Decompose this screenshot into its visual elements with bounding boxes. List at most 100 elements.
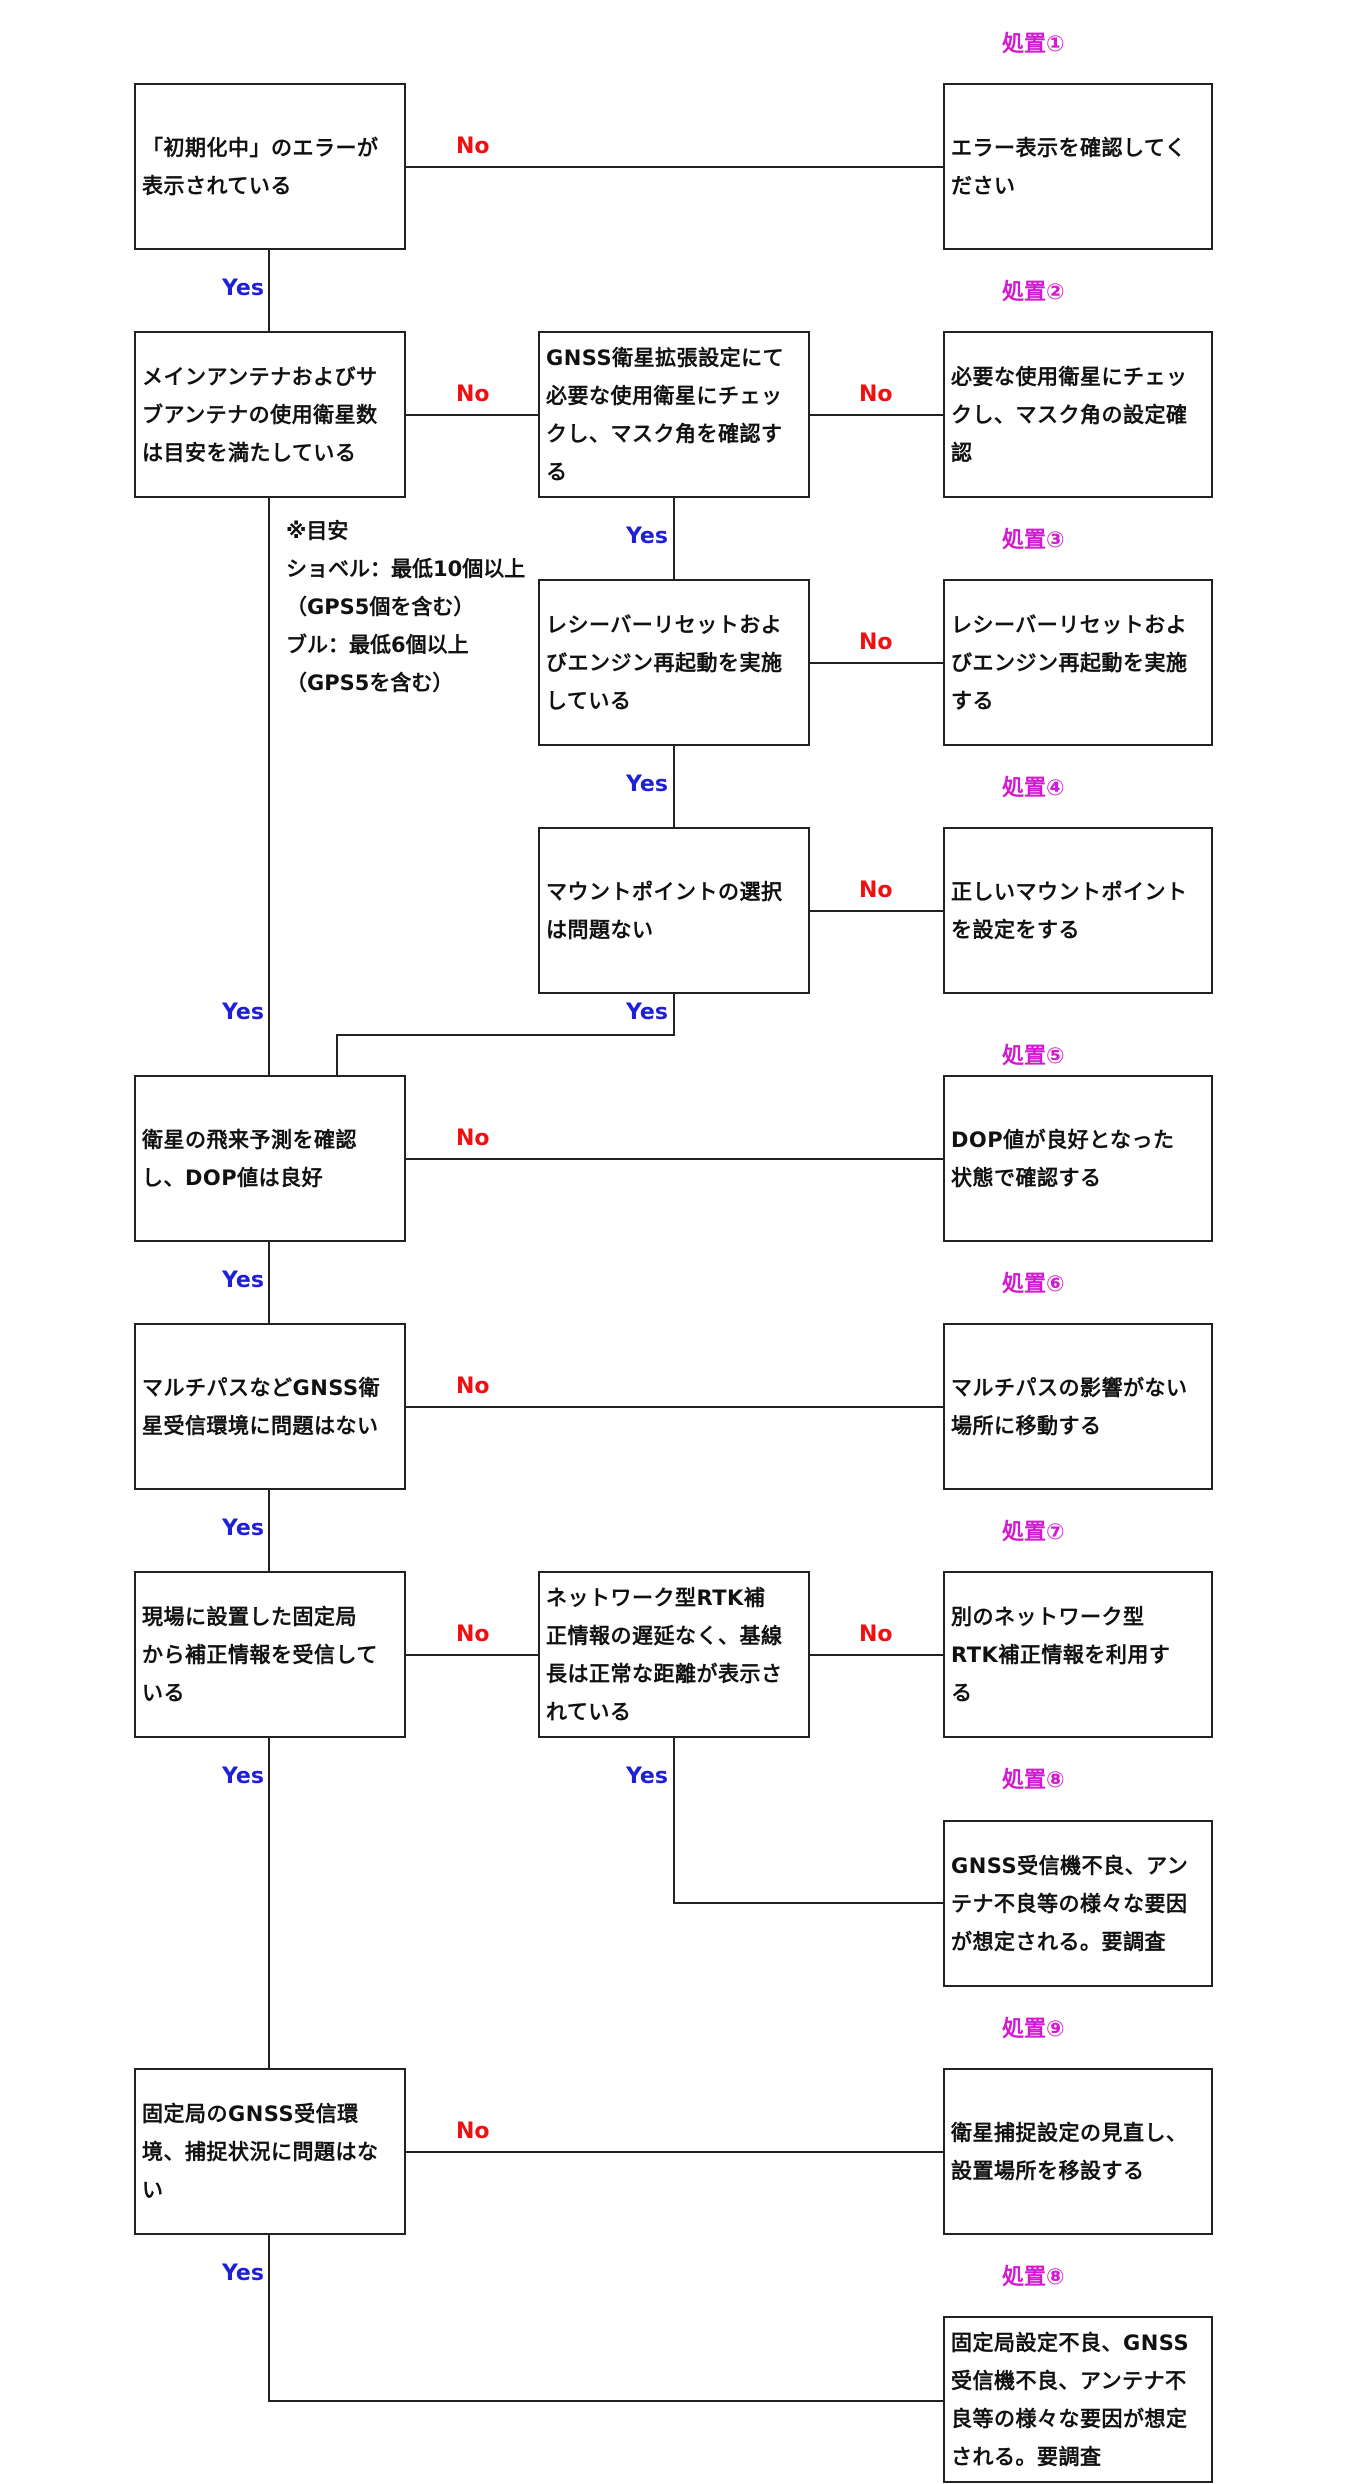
decision-box-initializing-error: 「初期化中」のエラーが 表示されている: [134, 83, 406, 250]
connector-line: [404, 1158, 944, 1160]
result-text: レシーバーリセットおよ びエンジン再起動を実施 する: [951, 612, 1188, 713]
decision-box-mount-point: マウントポイントの選択 は問題ない: [538, 827, 810, 994]
result-text: マルチパスの影響がない 場所に移動する: [951, 1375, 1188, 1438]
decision-box-base-station-correction: 現場に設置した固定局 から補正情報を受信して いる: [134, 1571, 406, 1738]
action-label: 処置⑨: [1002, 2017, 1065, 2042]
yes-label: Yes: [222, 1764, 264, 1789]
connector-line: [808, 910, 944, 912]
connector-line: [404, 166, 944, 168]
no-label: No: [456, 1374, 490, 1399]
connector-line: [268, 2400, 944, 2402]
connector-line: [336, 1034, 675, 1036]
connector-line: [404, 2151, 944, 2153]
connector-line: [268, 1241, 270, 1324]
result-text: 別のネットワーク型 RTK補正情報を利用す る: [951, 1604, 1171, 1705]
yes-label: Yes: [626, 772, 668, 797]
yes-label: Yes: [222, 1000, 264, 1025]
connector-line: [268, 1737, 270, 2069]
connector-line: [336, 1034, 338, 1076]
result-box-3: レシーバーリセットおよ びエンジン再起動を実施 する: [943, 579, 1213, 746]
yes-label: Yes: [626, 1764, 668, 1789]
yes-label: Yes: [222, 2261, 264, 2286]
result-text: 必要な使用衛星にチェッ クし、マスク角の設定確 認: [951, 364, 1188, 465]
note-line: （GPS5個を含む）: [286, 595, 475, 619]
action-label: 処置⑥: [1002, 1272, 1065, 1297]
result-box-10: 固定局設定不良、GNSS 受信機不良、アンテナ不 良等の様々な要因が想定 される…: [943, 2316, 1213, 2483]
connector-line: [404, 414, 539, 416]
result-box-5: DOP値が良好となった 状態で確認する: [943, 1075, 1213, 1242]
result-text: エラー表示を確認してく ださい: [951, 135, 1187, 198]
decision-text: 衛星の飛来予測を確認 し、DOP値は良好: [142, 1127, 357, 1190]
action-label: 処置④: [1002, 776, 1065, 801]
decision-text: 固定局のGNSS受信環 境、捕捉状況に問題はな い: [142, 2101, 379, 2202]
no-label: No: [456, 1126, 490, 1151]
decision-box-dop: 衛星の飛来予測を確認 し、DOP値は良好: [134, 1075, 406, 1242]
connector-line: [268, 249, 270, 332]
yes-label: Yes: [222, 1516, 264, 1541]
result-box-2: 必要な使用衛星にチェッ クし、マスク角の設定確 認: [943, 331, 1213, 498]
note-line: （GPS5を含む）: [286, 671, 454, 695]
action-label: 処置⑧: [1002, 1768, 1065, 1793]
action-label: 処置②: [1002, 280, 1065, 305]
action-label: 処置⑦: [1002, 1520, 1065, 1545]
decision-box-base-station-environment: 固定局のGNSS受信環 境、捕捉状況に問題はな い: [134, 2068, 406, 2235]
decision-text: GNSS衛星拡張設定にて 必要な使用衛星にチェッ クし、マスク角を確認す る: [546, 345, 785, 484]
decision-box-receiver-reset: レシーバーリセットおよ びエンジン再起動を実施 している: [538, 579, 810, 746]
connector-line: [404, 1406, 944, 1408]
connector-line: [808, 414, 944, 416]
connector-line: [673, 1737, 675, 1904]
result-box-4: 正しいマウントポイント を設定をする: [943, 827, 1213, 994]
result-text: 衛星捕捉設定の見直し、 設置場所を移設する: [951, 2120, 1188, 2183]
decision-box-multipath: マルチパスなどGNSS衛 星受信環境に問題はない: [134, 1323, 406, 1490]
result-box-9: 衛星捕捉設定の見直し、 設置場所を移設する: [943, 2068, 1213, 2235]
no-label: No: [456, 2119, 490, 2144]
note-line: ショベル：最低10個以上: [286, 557, 526, 581]
satellite-count-guideline-note: ※目安 ショベル：最低10個以上 （GPS5個を含む） ブル：最低6個以上 （G…: [286, 512, 525, 702]
connector-line: [808, 662, 944, 664]
result-text: 固定局設定不良、GNSS 受信機不良、アンテナ不 良等の様々な要因が想定 される…: [951, 2330, 1190, 2469]
decision-text: ネットワーク型RTK補 正情報の遅延なく、基線 長は正常な距離が表示さ れている: [546, 1585, 783, 1724]
result-box-1: エラー表示を確認してく ださい: [943, 83, 1213, 250]
action-label: 処置①: [1002, 32, 1065, 57]
result-text: 正しいマウントポイント を設定をする: [951, 879, 1188, 942]
note-title: ※目安: [286, 519, 349, 543]
action-label: 処置⑤: [1002, 1044, 1065, 1069]
result-text: DOP値が良好となった 状態で確認する: [951, 1127, 1175, 1190]
result-box-8: GNSS受信機不良、アン テナ不良等の様々な要因 が想定される。要調査: [943, 1820, 1213, 1987]
decision-text: 「初期化中」のエラーが 表示されている: [142, 135, 379, 198]
connector-line: [673, 745, 675, 828]
no-label: No: [456, 382, 490, 407]
yes-label: Yes: [222, 276, 264, 301]
connector-line: [404, 1654, 539, 1656]
no-label: No: [859, 1622, 893, 1647]
note-line: ブル：最低6個以上: [286, 633, 469, 657]
connector-line: [673, 1902, 944, 1904]
action-label: 処置⑧: [1002, 2265, 1065, 2290]
connector-line: [268, 2234, 270, 2402]
connector-line: [268, 1489, 270, 1572]
decision-text: マウントポイントの選択 は問題ない: [546, 879, 783, 942]
connector-line: [808, 1654, 944, 1656]
yes-label: Yes: [626, 524, 668, 549]
no-label: No: [456, 134, 490, 159]
no-label: No: [859, 878, 893, 903]
result-box-6: マルチパスの影響がない 場所に移動する: [943, 1323, 1213, 1490]
connector-line: [673, 497, 675, 580]
yes-label: Yes: [222, 1268, 264, 1293]
yes-label: Yes: [626, 1000, 668, 1025]
result-box-7: 別のネットワーク型 RTK補正情報を利用す る: [943, 1571, 1213, 1738]
no-label: No: [859, 382, 893, 407]
result-text: GNSS受信機不良、アン テナ不良等の様々な要因 が想定される。要調査: [951, 1853, 1189, 1954]
decision-box-gnss-extension-settings: GNSS衛星拡張設定にて 必要な使用衛星にチェッ クし、マスク角を確認す る: [538, 331, 810, 498]
decision-text: メインアンテナおよびサ ブアンテナの使用衛星数 は目安を満たしている: [142, 364, 378, 465]
decision-text: マルチパスなどGNSS衛 星受信環境に問題はない: [142, 1375, 381, 1438]
decision-box-network-rtk: ネットワーク型RTK補 正情報の遅延なく、基線 長は正常な距離が表示さ れている: [538, 1571, 810, 1738]
decision-box-satellite-count: メインアンテナおよびサ ブアンテナの使用衛星数 は目安を満たしている: [134, 331, 406, 498]
decision-text: レシーバーリセットおよ びエンジン再起動を実施 している: [546, 612, 783, 713]
no-label: No: [859, 630, 893, 655]
connector-line: [268, 497, 270, 1076]
connector-line: [673, 993, 675, 1035]
no-label: No: [456, 1622, 490, 1647]
action-label: 処置③: [1002, 528, 1065, 553]
